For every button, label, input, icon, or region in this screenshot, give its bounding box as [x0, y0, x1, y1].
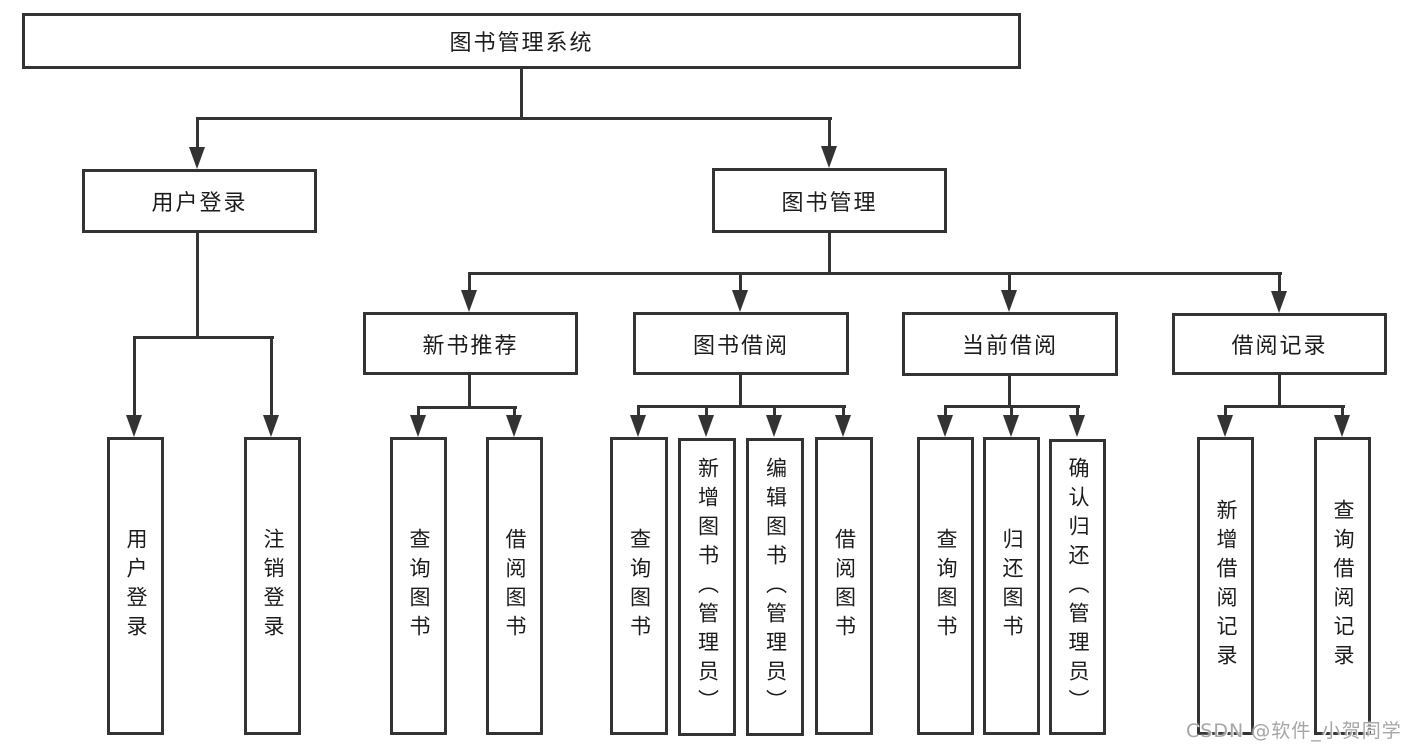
connector — [520, 69, 523, 119]
arrow-down-icon — [630, 415, 646, 437]
node-book-borrow: 图书借阅 — [633, 312, 849, 375]
arrow-down-icon — [410, 415, 426, 437]
arrow-down-icon — [732, 290, 748, 312]
node-user-login: 用户登录 — [82, 169, 317, 233]
leaf-logout: 注销登录 — [244, 437, 301, 735]
arrow-down-icon — [1003, 415, 1019, 437]
connector — [1278, 272, 1281, 291]
leaf-user-login: 用户登录 — [107, 437, 164, 735]
leaf-borrow-edit-book-admin: 编辑图书（管理员） — [746, 438, 804, 736]
connector — [773, 405, 776, 415]
arrow-down-icon — [1271, 291, 1287, 313]
leaf-borrow-query-book: 查询图书 — [610, 437, 668, 735]
arrow-down-icon — [1001, 290, 1017, 312]
leaf-recommend-query-book: 查询图书 — [390, 437, 447, 735]
arrow-down-icon — [126, 415, 142, 437]
connector — [417, 406, 517, 409]
arrow-down-icon — [461, 290, 477, 312]
arrow-down-icon — [263, 415, 279, 437]
connector — [1224, 405, 1345, 408]
leaf-borrow-borrow-book: 借阅图书 — [815, 437, 873, 735]
connector — [1008, 376, 1011, 408]
node-borrow-records: 借阅记录 — [1172, 313, 1387, 375]
arrow-down-icon — [1334, 415, 1350, 437]
csdn-watermark: CSDN @软件_小贺同学 — [1186, 720, 1402, 742]
connector — [417, 406, 420, 415]
connector — [828, 233, 831, 275]
connector — [133, 336, 136, 415]
connector — [196, 117, 832, 120]
arrow-down-icon — [821, 146, 837, 168]
leaf-recommend-borrow-book: 借阅图书 — [486, 437, 543, 735]
connector — [739, 375, 742, 408]
connector — [637, 405, 846, 408]
connector — [637, 405, 640, 415]
connector — [133, 336, 274, 339]
connector — [828, 117, 831, 146]
connector — [468, 272, 1282, 275]
arrow-down-icon — [189, 147, 205, 169]
leaf-borrow-add-book-admin: 新增图书（管理员） — [678, 438, 736, 736]
arrow-down-icon — [937, 415, 953, 437]
connector — [944, 405, 947, 415]
connector — [739, 272, 742, 290]
connector — [196, 233, 199, 339]
arrow-down-icon — [698, 415, 714, 437]
leaf-records-query-record: 查询借阅记录 — [1314, 437, 1371, 735]
connector — [270, 336, 273, 415]
arrow-down-icon — [766, 415, 782, 437]
connector — [468, 272, 471, 290]
connector — [1008, 272, 1011, 290]
arrow-down-icon — [506, 415, 522, 437]
connector — [196, 117, 199, 147]
leaf-current-query-book: 查询图书 — [917, 437, 974, 735]
connector — [1224, 405, 1227, 415]
connector — [1341, 405, 1344, 415]
leaf-current-return-book: 归还图书 — [983, 437, 1040, 735]
arrow-down-icon — [1217, 415, 1233, 437]
arrow-down-icon — [1069, 415, 1085, 437]
connector — [842, 405, 845, 415]
connector — [468, 375, 471, 409]
arrow-down-icon — [835, 415, 851, 437]
connector — [1278, 375, 1281, 408]
connector — [1010, 405, 1013, 415]
node-book-management: 图书管理 — [712, 168, 947, 233]
node-current-borrow: 当前借阅 — [902, 312, 1118, 376]
node-root: 图书管理系统 — [22, 13, 1021, 69]
connector — [513, 406, 516, 415]
node-new-book-recommend: 新书推荐 — [363, 312, 578, 375]
leaf-current-confirm-return-admin: 确认归还（管理员） — [1049, 439, 1106, 735]
connector — [1076, 405, 1079, 415]
leaf-records-add-record: 新增借阅记录 — [1197, 437, 1254, 735]
connector — [705, 405, 708, 415]
